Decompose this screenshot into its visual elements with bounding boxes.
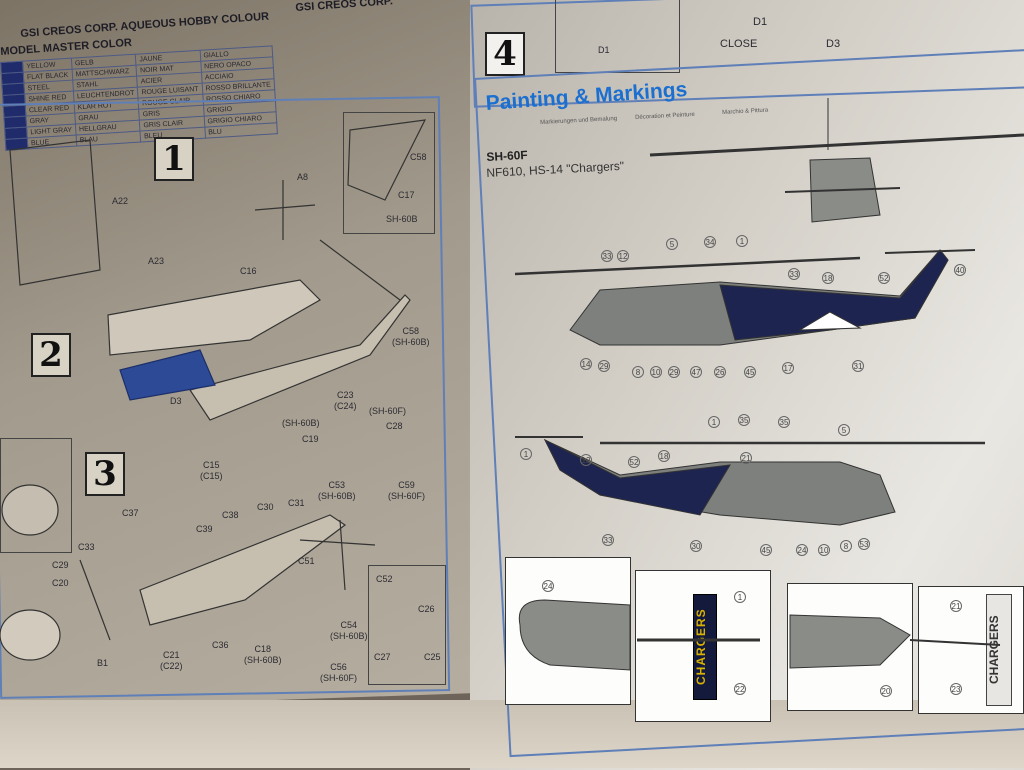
part-label-a22: A22 bbox=[112, 196, 129, 206]
close-label: CLOSE bbox=[720, 38, 758, 50]
part-label-c27: C27 bbox=[374, 652, 391, 662]
part-label-c19: C19 bbox=[302, 434, 319, 444]
part-label-c31: C31 bbox=[288, 498, 305, 508]
step4-detail-box bbox=[555, 0, 680, 73]
part-label-c17: C17 bbox=[398, 190, 415, 200]
callout-number: 18 bbox=[822, 272, 834, 284]
part-label-c54: C54 (SH-60B) bbox=[330, 620, 368, 641]
table-surface bbox=[0, 700, 1024, 768]
part-label-c28: C28 bbox=[386, 421, 403, 431]
callout-number: 45 bbox=[744, 366, 756, 378]
detail-box-c58 bbox=[0, 438, 72, 553]
part-label-b1: B1 bbox=[97, 658, 109, 668]
part-label-c15: C15 (C15) bbox=[200, 460, 223, 481]
part-label-d3: D3 bbox=[170, 396, 182, 406]
part-label-c33: C33 bbox=[78, 542, 95, 552]
step-number-2: 2 bbox=[31, 333, 71, 377]
part-label-sh60b: SH-60B bbox=[386, 214, 418, 224]
part-label-c58b: C58 (SH-60B) bbox=[392, 326, 430, 347]
callout-number: 22 bbox=[734, 683, 746, 695]
part-label-c30: C30 bbox=[257, 502, 274, 512]
part-label-c38: C38 bbox=[222, 510, 239, 520]
callout-number: 17 bbox=[782, 362, 794, 374]
part-label-c53: C53 (SH-60B) bbox=[318, 480, 356, 501]
part-label-c39: C39 bbox=[196, 524, 213, 534]
callout-number: 34 bbox=[704, 236, 716, 248]
callout-number: 1 bbox=[734, 591, 746, 603]
part-label-c23: C23 (C24) bbox=[334, 390, 357, 411]
callout-number: 53 bbox=[858, 538, 870, 550]
callout-number: 40 bbox=[954, 264, 966, 276]
step-number-4: 4 bbox=[485, 32, 525, 76]
part-label-c58: C58 bbox=[410, 152, 427, 162]
callout-number: 33 bbox=[601, 250, 613, 262]
part-label-c20: C20 bbox=[52, 578, 69, 588]
callout-number: 18 bbox=[658, 450, 670, 462]
callout-number: 45 bbox=[760, 544, 772, 556]
callout-number: 10 bbox=[650, 366, 662, 378]
detail-box-c52 bbox=[368, 565, 446, 685]
part-label-c16: C16 bbox=[240, 266, 257, 276]
callout-number: 20 bbox=[880, 685, 892, 697]
callout-number: 5 bbox=[666, 238, 678, 250]
callout-number: 29 bbox=[668, 366, 680, 378]
callout-number: 1 bbox=[520, 448, 532, 460]
part-label-c51: C51 bbox=[298, 556, 315, 566]
callout-number: 31 bbox=[852, 360, 864, 372]
part-label-a8: A8 bbox=[297, 172, 309, 182]
callout-number: 30 bbox=[690, 540, 702, 552]
part-label-c29: C29 bbox=[52, 560, 69, 570]
callout-number: 47 bbox=[690, 366, 702, 378]
callout-number: 5 bbox=[838, 424, 850, 436]
callout-number: 33 bbox=[788, 268, 800, 280]
part-label-d3b: D3 bbox=[826, 38, 841, 50]
callout-number: 29 bbox=[598, 360, 610, 372]
part-label-d1b: D1 bbox=[753, 16, 768, 28]
callout-number: 35 bbox=[738, 414, 750, 426]
callout-number: 1 bbox=[736, 235, 748, 247]
callout-number: 10 bbox=[818, 544, 830, 556]
callout-number: 35 bbox=[778, 416, 790, 428]
part-label-c21: C21 (C22) bbox=[160, 650, 183, 671]
callout-number: 14 bbox=[580, 358, 592, 370]
part-label-c37: C37 bbox=[122, 508, 139, 518]
callout-number: 33 bbox=[602, 534, 614, 546]
part-label-d1: D1 bbox=[598, 45, 610, 55]
part-label-c26: C26 bbox=[418, 604, 435, 614]
callout-number: 21 bbox=[740, 452, 752, 464]
callout-number: 24 bbox=[796, 544, 808, 556]
callout-number: 8 bbox=[632, 366, 644, 378]
part-label-c56: C56 (SH-60F) bbox=[320, 662, 358, 683]
callout-number: 21 bbox=[950, 600, 962, 612]
callout-number: 26 bbox=[714, 366, 726, 378]
callout-number: 52 bbox=[878, 272, 890, 284]
part-label-c25: C25 bbox=[424, 652, 441, 662]
callout-number: 8 bbox=[840, 540, 852, 552]
part-label-c18: C18 (SH-60B) bbox=[244, 644, 282, 665]
part-label-c36: C36 bbox=[212, 640, 229, 650]
callout-number: 24 bbox=[542, 580, 554, 592]
callout-number: 12 bbox=[617, 250, 629, 262]
part-label-sh60f: (SH-60F) bbox=[369, 406, 407, 416]
step-number-1: 1 bbox=[154, 137, 194, 181]
part-label-c59: C59 (SH-60F) bbox=[388, 480, 426, 501]
part-label-c52: C52 bbox=[376, 574, 393, 584]
callout-number: 12 bbox=[580, 454, 592, 466]
callout-number: 1 bbox=[708, 416, 720, 428]
detail-box-sh60b bbox=[343, 112, 435, 234]
callout-number: 52 bbox=[628, 456, 640, 468]
callout-number: 23 bbox=[950, 683, 962, 695]
step-number-3: 3 bbox=[85, 452, 125, 496]
part-label-sh60b2: (SH-60B) bbox=[282, 418, 320, 428]
part-label-a23: A23 bbox=[148, 256, 165, 266]
